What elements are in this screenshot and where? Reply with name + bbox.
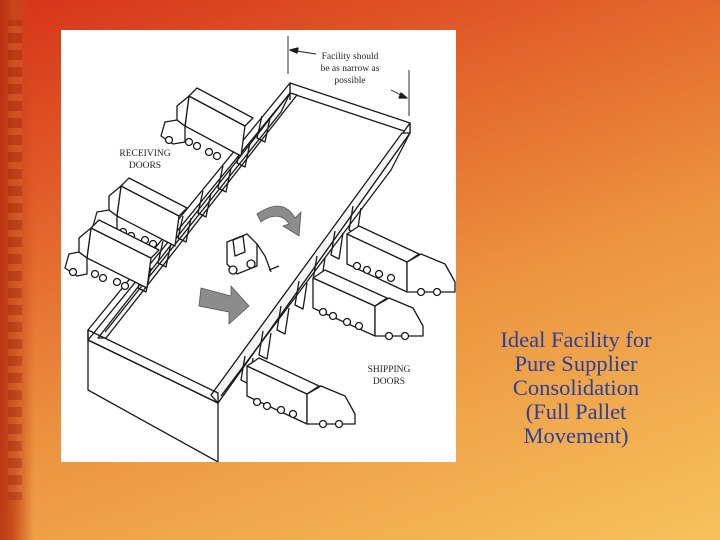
receiving-doors-label-line-2: DOORS <box>129 161 161 171</box>
caption-line-5: Movement) <box>523 423 629 448</box>
caption-line-3: Consolidation <box>512 375 640 400</box>
dimension-note-line-1: Facility should <box>322 52 379 62</box>
slide-caption: Ideal Facility for Pure Supplier Consoli… <box>464 328 688 448</box>
dimension-note-line-2: be as narrow as <box>321 64 380 74</box>
outbound-truck-2 <box>312 269 424 341</box>
caption-line-4: (Full Pallet <box>525 399 627 424</box>
flow-arrow-bottom <box>198 284 250 325</box>
outbound-truck-3 <box>246 357 356 429</box>
shipping-doors-label-line-2: DOORS <box>373 377 405 387</box>
caption-line-1: Ideal Facility for <box>500 327 652 352</box>
forklift-icon <box>226 233 280 275</box>
shipping-doors-label-line-1: SHIPPING <box>368 365 411 375</box>
inbound-truck-1 <box>160 87 254 161</box>
outbound-truck-1 <box>346 225 456 297</box>
facility-diagram: Facility should be as narrow as possible… <box>61 30 456 462</box>
inbound-truck-3 <box>64 219 160 291</box>
flow-arrow-top <box>256 205 302 237</box>
receiving-doors-label-line-1: RECEIVING <box>119 149 170 159</box>
caption-line-2: Pure Supplier <box>514 351 638 376</box>
dimension-note-line-3: possible <box>334 76 365 86</box>
width-dimension-marker <box>287 36 410 116</box>
decorative-edge-strip <box>0 0 34 540</box>
